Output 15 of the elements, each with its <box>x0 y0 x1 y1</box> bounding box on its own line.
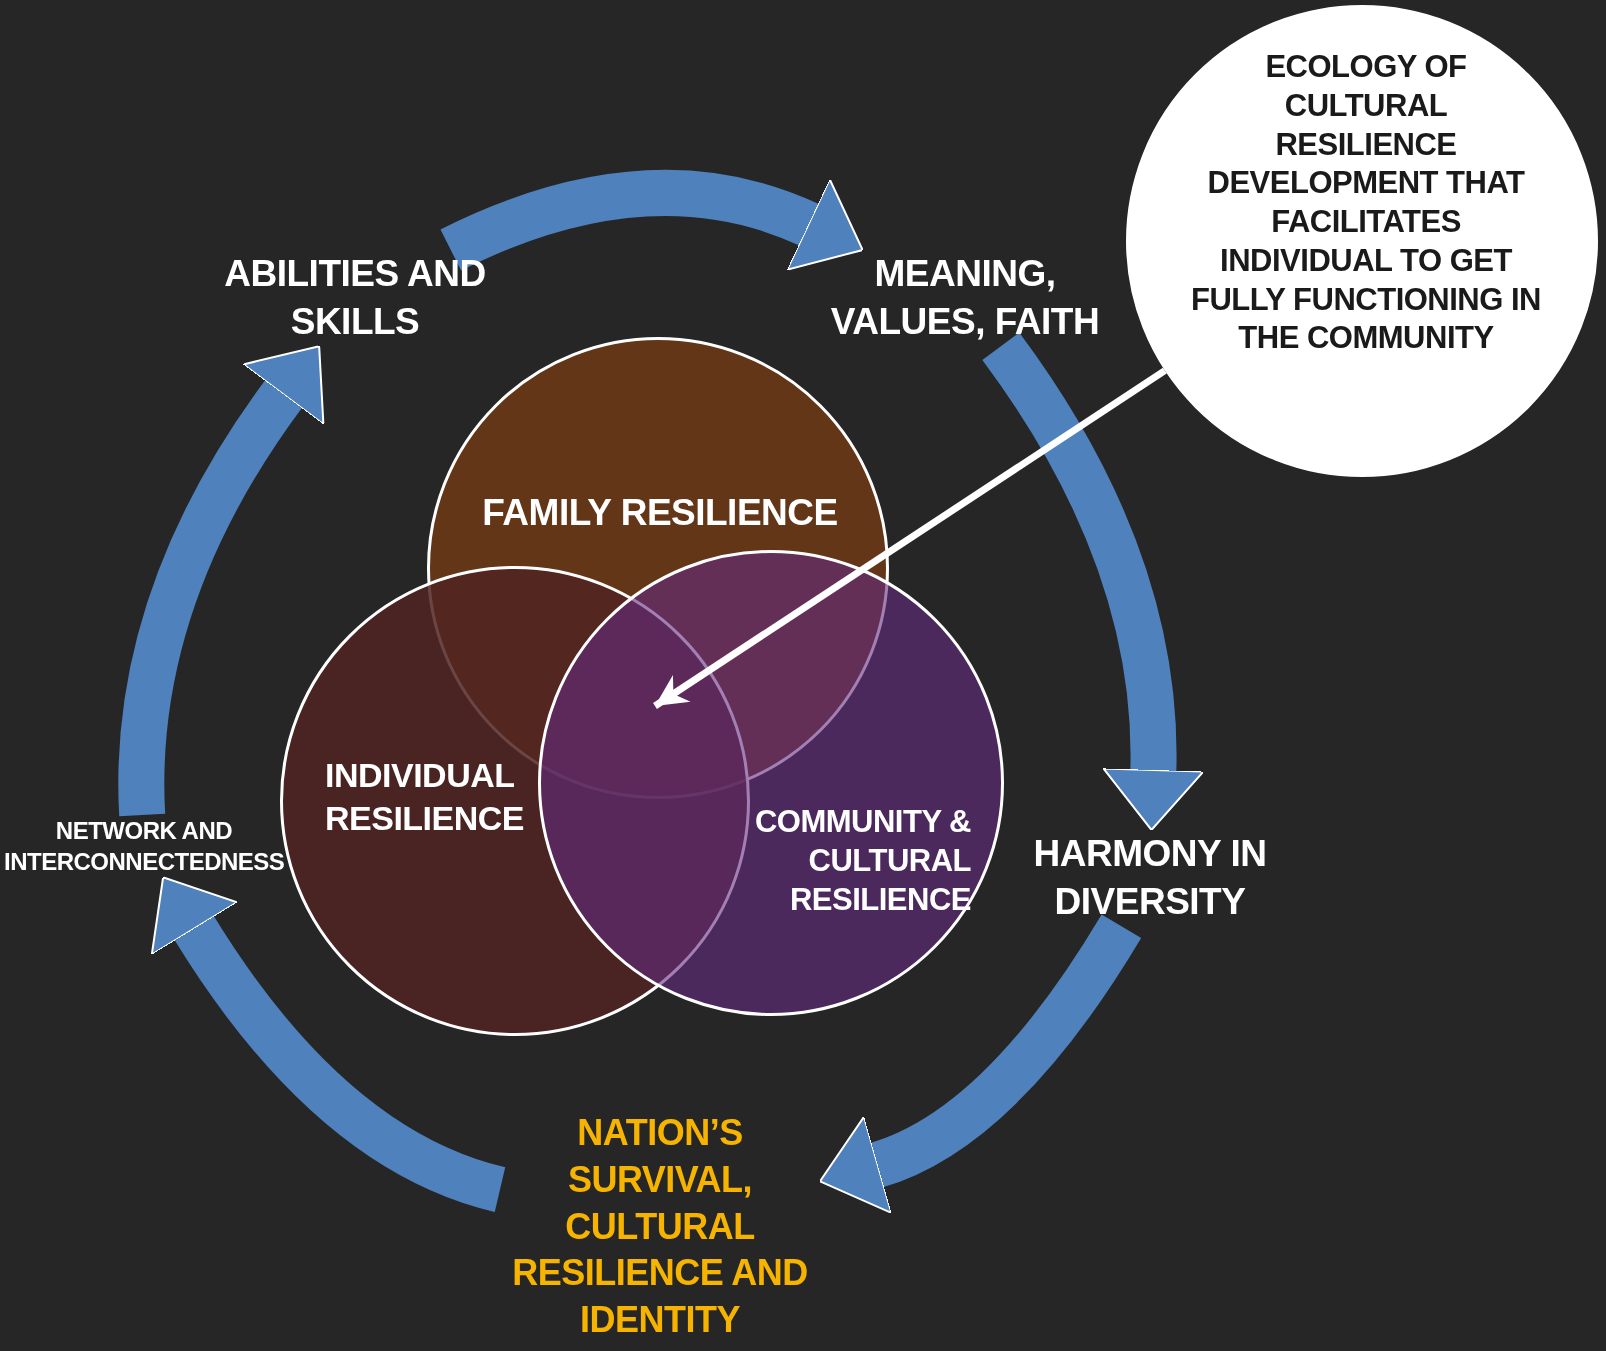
block-arrow <box>441 170 865 272</box>
callout-text: ECOLOGY OF CULTURAL RESILIENCE DEVELOPMENT THAT FACILITATES INDIVIDUAL TO GET FULLY FUNCTIONING IN THE COMMUNITY <box>1191 48 1541 358</box>
stage-label: ABILITIES AND SKILLS <box>210 250 500 347</box>
stage-label: NETWORK AND INTERCONNECTEDNESS <box>4 815 284 878</box>
circle-label: COMMUNITY & CULTURAL RESILIENCE <box>753 803 971 919</box>
block-arrow <box>819 914 1141 1214</box>
circle-label: FAMILY RESILIENCE <box>481 491 839 535</box>
block-arrow <box>151 876 507 1212</box>
stage-label: MEANING, VALUES, FAITH <box>830 250 1100 347</box>
circle-label: INDIVIDUAL RESILIENCE <box>325 755 526 839</box>
stage-label: HARMONY IN DIVERSITY <box>1015 830 1285 927</box>
leader-arrow <box>653 367 1167 709</box>
block-arrow <box>118 344 326 816</box>
block-arrow <box>982 332 1205 831</box>
stage-label: NATION’S SURVIVAL, CULTURAL RESILIENCE AND IDENTITY <box>500 1110 820 1344</box>
